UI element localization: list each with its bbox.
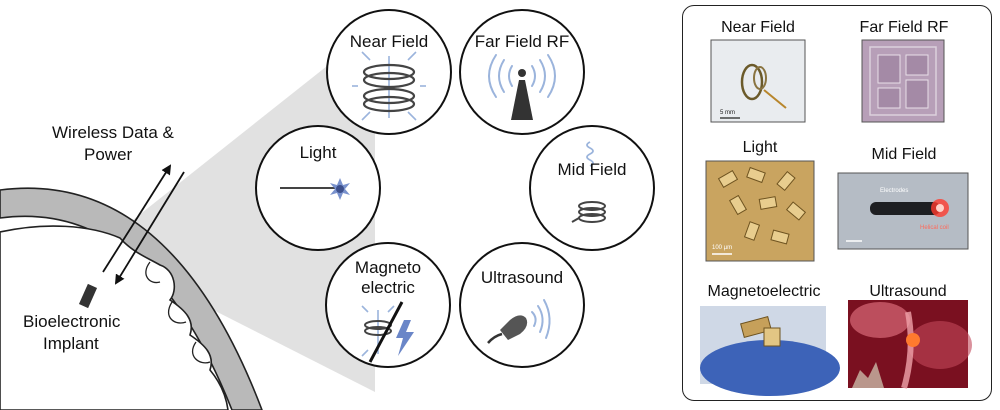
mid-field-coil-tag: Helical coil <box>920 225 949 231</box>
head-cross-section <box>0 187 263 410</box>
photo-panel <box>682 5 992 401</box>
panel-light-label: Light <box>742 139 778 156</box>
brain-fold <box>191 341 211 364</box>
far-field-photo <box>861 39 945 123</box>
antenna-tower-icon <box>488 54 556 120</box>
mid-field-photo <box>837 172 969 250</box>
near-field-title: Near Field <box>349 32 429 51</box>
panel-near-field-label: Near Field <box>721 19 795 36</box>
far-field-title: Far Field RF <box>474 32 570 51</box>
light-scale-label: 100 µm <box>712 245 733 251</box>
mid-field-electrodes-tag: Electrodes <box>880 188 909 194</box>
panel-far-field-label: Far Field RF <box>859 19 949 36</box>
magneto-title-line1: Magneto <box>354 258 422 277</box>
ultrasound-title: Ultrasound <box>480 268 564 287</box>
brain-fold <box>145 261 161 284</box>
magnetoelectric-photo <box>700 306 840 396</box>
light-beam-icon <box>280 178 350 200</box>
magnification-beam <box>95 28 375 392</box>
light-photo <box>705 160 815 262</box>
magneto-circle <box>325 242 451 368</box>
mid-field-title: Mid Field <box>557 160 627 179</box>
uplink-arrow <box>102 164 172 273</box>
ultrasound-circle <box>459 242 585 368</box>
coil-loops-icon <box>352 51 426 121</box>
ultrasound-probe-icon <box>487 299 551 344</box>
implant-label-line1: Bioelectronic <box>23 312 121 331</box>
wave-coil-icon <box>571 141 606 223</box>
wireless-label-line2: Power <box>84 145 133 164</box>
implant-label-line2: Implant <box>43 334 99 353</box>
coil-lightning-icon <box>361 301 414 363</box>
brain <box>0 225 229 410</box>
mid-field-circle <box>529 125 655 251</box>
panel-ultrasound-label: Ultrasound <box>869 283 947 300</box>
wireless-label-line1: Wireless Data & <box>52 123 174 142</box>
near-field-photo <box>710 39 806 123</box>
panel-mid-field-label: Mid Field <box>871 146 937 163</box>
skull <box>0 187 263 410</box>
panel-magnetoelectric-label: Magnetoelectric <box>707 283 821 300</box>
brain-fold <box>167 301 187 324</box>
light-title: Light <box>299 143 337 162</box>
near-field-scale-label: 5 mm <box>720 110 735 116</box>
magneto-title-line2: electric <box>361 278 415 297</box>
downlink-arrow <box>114 171 185 285</box>
implant-chip <box>78 283 98 309</box>
ultrasound-photo <box>848 300 972 389</box>
